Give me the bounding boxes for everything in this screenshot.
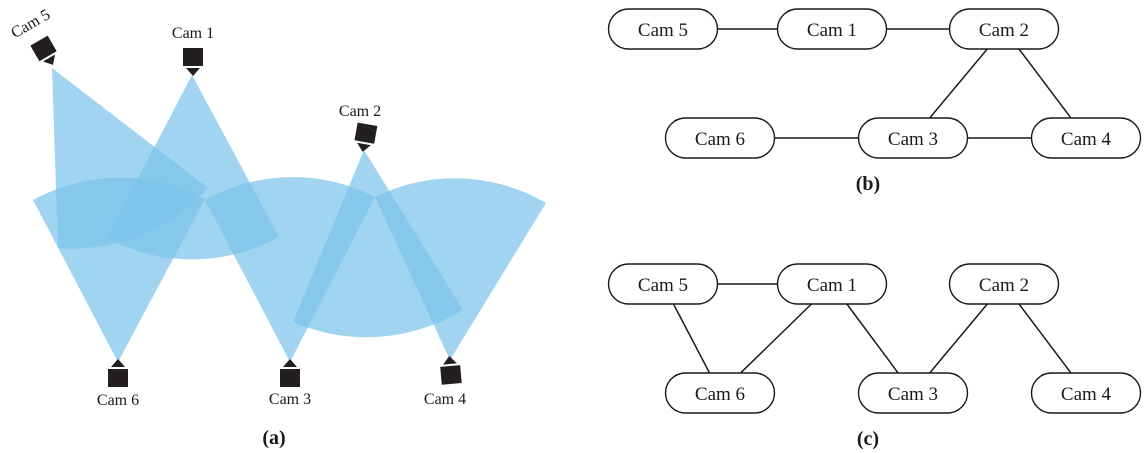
node-shape — [857, 117, 969, 159]
node-cam4: Cam 4 — [1030, 117, 1142, 159]
node-shape — [776, 263, 888, 305]
node-shape — [948, 8, 1060, 50]
node-shape — [607, 8, 719, 50]
node-label: Cam 5 — [638, 20, 688, 41]
node-label: Cam 4 — [1061, 129, 1112, 150]
panel-c-label: (c) — [857, 428, 879, 450]
node-shape — [776, 8, 888, 50]
cam3-label: Cam 3 — [269, 391, 311, 408]
cam1-camera-icon — [183, 48, 203, 76]
node-shape — [664, 117, 776, 159]
node-label: Cam 6 — [695, 384, 745, 405]
node-shape — [1030, 117, 1142, 159]
panel-a-label: (a) — [262, 427, 285, 449]
node-shape — [857, 372, 969, 414]
cam5-camera-icon — [30, 35, 57, 65]
node-label: Cam 2 — [979, 275, 1029, 296]
node-shape — [1030, 372, 1142, 414]
panel-c-graph: Cam 5 Cam 1 Cam 2 Cam 6 Cam 3 Cam 4 (c) — [607, 263, 1142, 450]
cam2-label: Cam 2 — [339, 103, 381, 120]
cam6-camera-icon — [108, 359, 128, 387]
node-cam2: Cam 2 — [948, 8, 1060, 50]
node-label: Cam 6 — [695, 129, 745, 150]
node-label: Cam 2 — [979, 20, 1029, 41]
node-cam3: Cam 3 — [857, 372, 969, 414]
cam6-field-of-view — [33, 177, 205, 362]
node-cam6: Cam 6 — [664, 372, 776, 414]
node-label: Cam 1 — [807, 275, 857, 296]
cam1-label: Cam 1 — [172, 25, 214, 42]
node-cam6: Cam 6 — [664, 117, 776, 159]
node-cam2: Cam 2 — [948, 263, 1060, 305]
node-cam1: Cam 1 — [776, 263, 888, 305]
panel-b-label: (b) — [856, 173, 880, 195]
node-cam5: Cam 5 — [607, 8, 719, 50]
cam3-camera-icon — [280, 359, 300, 387]
node-cam4: Cam 4 — [1030, 372, 1142, 414]
node-shape — [664, 372, 776, 414]
node-label: Cam 1 — [807, 20, 857, 41]
cam2-camera-icon — [354, 122, 378, 152]
cam4-field-of-view — [375, 178, 546, 360]
cam6-label: Cam 6 — [97, 392, 139, 409]
node-label: Cam 4 — [1061, 384, 1112, 405]
node-shape — [948, 263, 1060, 305]
node-cam3: Cam 3 — [857, 117, 969, 159]
node-label: Cam 3 — [888, 384, 938, 405]
panel-b-graph: Cam 5 Cam 1 Cam 2 Cam 6 Cam 3 Cam 4 (b) — [607, 8, 1142, 195]
panel-a-camera-layout: Cam 5 Cam 1 Cam 2 Cam 6 Cam 3 Cam 4 (a) — [8, 6, 546, 449]
node-cam1: Cam 1 — [776, 8, 888, 50]
cam3-field-of-view — [205, 177, 375, 362]
cam4-label: Cam 4 — [424, 391, 466, 408]
node-cam5: Cam 5 — [607, 263, 719, 305]
cam4-camera-icon — [440, 356, 462, 385]
node-label: Cam 3 — [888, 129, 938, 150]
node-label: Cam 5 — [638, 275, 688, 296]
node-shape — [607, 263, 719, 305]
